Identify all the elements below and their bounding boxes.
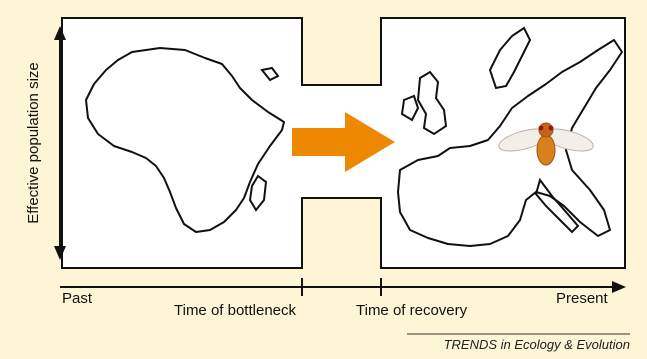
scandinavia-map <box>488 26 532 90</box>
africa-map <box>85 47 285 233</box>
y-axis-arrow-head-top <box>54 26 66 40</box>
past-label: Past <box>62 290 93 307</box>
europe-map <box>397 39 623 247</box>
ireland-map <box>400 94 420 122</box>
present-label: Present <box>556 290 609 307</box>
y-axis-arrow-head-bottom <box>54 246 66 260</box>
madagascar-map <box>248 174 268 212</box>
y-axis-label: Effective population size <box>25 62 42 224</box>
migration-arrow-icon <box>292 112 395 172</box>
arabia-fragment <box>260 66 280 82</box>
fruit-fly-icon <box>498 122 594 166</box>
british-isles-map <box>416 70 448 136</box>
recovery-label: Time of recovery <box>356 302 468 319</box>
bottleneck-label: Time of bottleneck <box>174 302 296 319</box>
italy-map <box>534 177 580 234</box>
time-axis-arrow-head <box>612 281 626 293</box>
credit-text: TRENDS in Ecology & Evolution <box>444 337 630 352</box>
